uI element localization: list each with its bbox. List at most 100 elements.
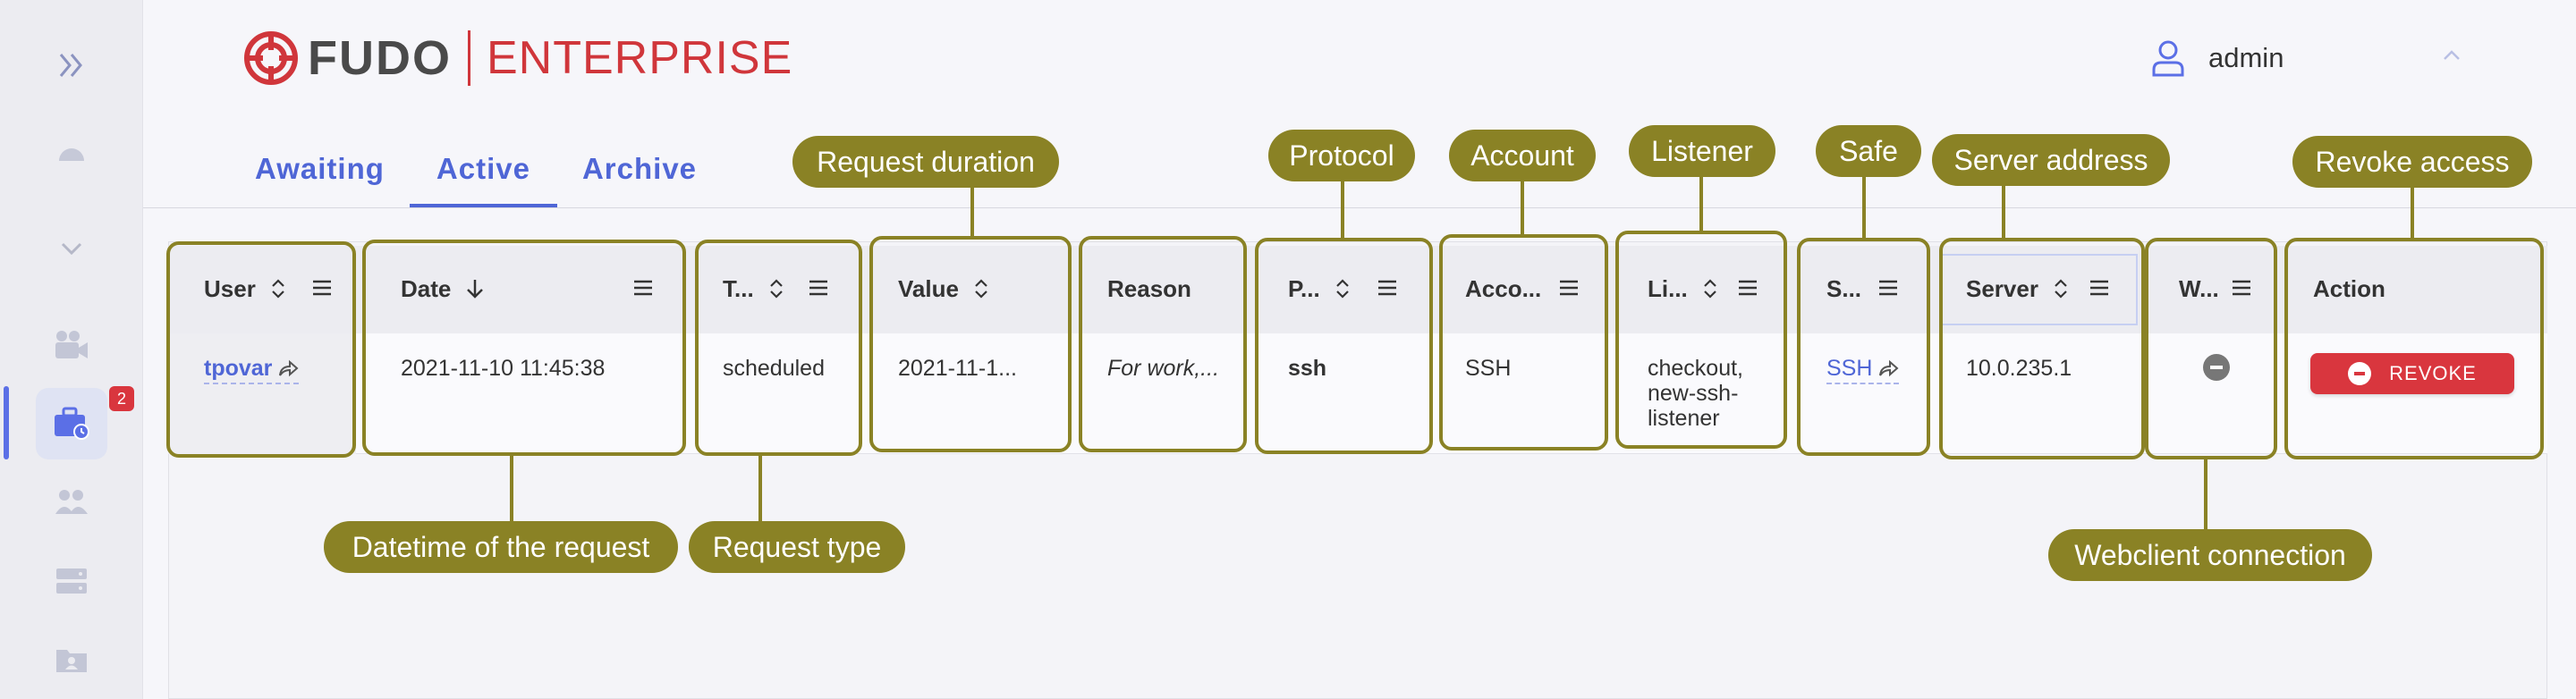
column-label-account: Acco... (1465, 274, 1542, 302)
column-menu-icon[interactable] (311, 277, 333, 299)
sort-icon[interactable] (973, 277, 989, 300)
sidebar: 2 (0, 0, 143, 699)
request-date: 2021-11-10 11:45:38 (401, 356, 606, 381)
sort-icon[interactable] (2053, 277, 2069, 300)
sidebar-collapse-toggle[interactable] (36, 213, 107, 284)
fudo-logo-icon (244, 31, 298, 85)
highlight-account-column (1439, 234, 1608, 451)
connector (2204, 459, 2207, 531)
callout-revoke-access: Revoke access (2292, 136, 2532, 188)
speedometer-icon (59, 148, 84, 161)
column-label-user: User (204, 274, 256, 302)
minus-circle-icon (2348, 362, 2372, 385)
safe-link[interactable]: SSH (1826, 356, 1900, 384)
revoke-button[interactable]: REVOKE (2310, 353, 2514, 394)
username-label: admin (2208, 42, 2284, 73)
request-account: SSH (1465, 356, 1512, 381)
column-header-safe[interactable]: S... (1826, 271, 1861, 307)
listener-line: new-ssh- (1648, 381, 1739, 406)
table-row-user-cell (168, 333, 356, 454)
column-header-date[interactable]: Date (401, 271, 485, 307)
column-label-server: Server (1966, 274, 2038, 302)
column-menu-icon[interactable] (1737, 277, 1758, 299)
column-header-value[interactable]: Value (898, 271, 989, 307)
column-menu-icon[interactable] (2231, 277, 2252, 299)
servers-icon (56, 568, 87, 594)
connector (2411, 185, 2414, 240)
revoke-label: REVOKE (2389, 362, 2477, 384)
column-label-protocol: P... (1288, 274, 1320, 302)
sidebar-item-access-requests[interactable] (36, 388, 107, 459)
callout-request-duration: Request duration (792, 136, 1059, 188)
briefcase-clock-icon (55, 407, 89, 440)
highlight-server-column (1939, 238, 2145, 459)
sort-descending-icon[interactable] (465, 277, 485, 300)
column-header-listener[interactable]: Li... (1648, 271, 1718, 307)
sort-icon[interactable] (1702, 277, 1718, 300)
column-header-server[interactable]: Server (1966, 271, 2069, 307)
tab-awaiting[interactable]: Awaiting (255, 152, 385, 185)
tab-active[interactable]: Active (409, 152, 558, 207)
connector (1699, 175, 1703, 232)
sidebar-item-dashboard[interactable] (36, 119, 107, 190)
share-arrow-icon (1879, 359, 1899, 377)
brand-logo[interactable]: FUDO ENTERPRISE (243, 29, 792, 88)
column-menu-icon[interactable] (632, 277, 654, 299)
request-type: scheduled (723, 356, 825, 381)
column-header-action: Action (2313, 271, 2385, 307)
column-label-value: Value (898, 274, 959, 302)
request-listener: checkout, new-ssh- listener (1648, 356, 1743, 431)
column-menu-icon[interactable] (2089, 277, 2110, 299)
brand-product: ENTERPRISE (486, 32, 793, 84)
column-label-type: T... (723, 274, 754, 302)
column-menu-icon[interactable] (1558, 277, 1580, 299)
connector (2002, 184, 2005, 240)
share-arrow-icon (279, 359, 299, 377)
folder-user-icon (56, 650, 87, 672)
column-header-user[interactable]: User (204, 271, 286, 307)
sidebar-item-accounts[interactable] (36, 624, 107, 695)
highlight-reason-column (1079, 236, 1247, 452)
column-header-webclient[interactable]: W... (2179, 271, 2219, 307)
sort-icon[interactable] (270, 277, 286, 300)
webclient-disabled-icon (2203, 354, 2230, 381)
sidebar-item-users[interactable] (36, 467, 107, 538)
highlight-type-column (695, 240, 862, 456)
request-protocol: ssh (1288, 356, 1327, 381)
expand-sidebar-button[interactable] (36, 29, 107, 101)
connector (1521, 180, 1524, 235)
highlight-date-column (362, 240, 686, 456)
column-menu-icon[interactable] (1377, 277, 1398, 299)
sort-icon[interactable] (1335, 277, 1351, 300)
sort-icon[interactable] (768, 277, 784, 300)
highlight-action-column (2284, 238, 2544, 459)
column-header-account[interactable]: Acco... (1465, 271, 1541, 307)
sidebar-item-servers[interactable] (36, 545, 107, 617)
chevron-up-icon[interactable] (2439, 43, 2464, 68)
column-label-date: Date (401, 274, 452, 302)
user-link[interactable]: tpovar (204, 356, 300, 384)
user-name: tpovar (204, 356, 273, 381)
users-icon (55, 490, 88, 514)
active-indicator (4, 386, 9, 459)
column-label-listener: Li... (1648, 274, 1688, 302)
user-menu[interactable]: admin (2151, 36, 2284, 80)
pending-count-badge: 2 (109, 386, 134, 411)
highlight-webclient-column (2145, 238, 2277, 459)
sidebar-item-sessions[interactable] (36, 309, 107, 381)
column-menu-icon[interactable] (808, 277, 829, 299)
request-reason: For work,... (1107, 356, 1220, 381)
user-icon (2152, 40, 2184, 77)
connector (758, 456, 762, 524)
highlight-value-column (869, 236, 1072, 452)
highlight-listener-column (1615, 231, 1787, 449)
column-header-type[interactable]: T... (723, 271, 784, 307)
column-label-webclient: W... (2179, 274, 2219, 302)
column-header-protocol[interactable]: P... (1288, 271, 1351, 307)
callout-request-type: Request type (689, 521, 905, 573)
column-header-reason[interactable]: Reason (1107, 271, 1191, 307)
callout-datetime: Datetime of the request (324, 521, 678, 573)
tab-archive[interactable]: Archive (581, 152, 698, 185)
column-menu-icon[interactable] (1877, 277, 1899, 299)
request-value: 2021-11-1... (898, 356, 1017, 381)
